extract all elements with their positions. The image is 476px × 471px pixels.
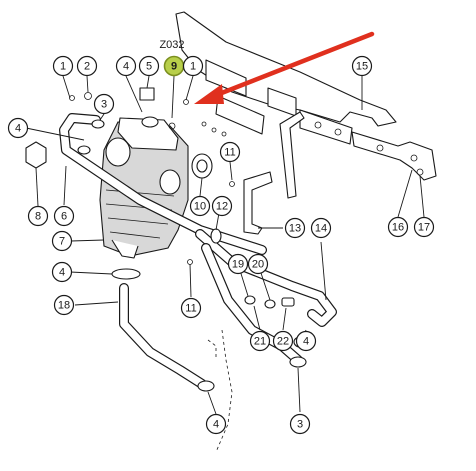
- callout-number: 1: [60, 61, 66, 73]
- callout-circle: [295, 330, 317, 352]
- callout-16: 16: [387, 216, 409, 238]
- callout-number: 3: [101, 99, 107, 111]
- highlight-arrow: [194, 31, 375, 104]
- callout-circle: [76, 55, 98, 77]
- callout-circle: [93, 93, 115, 115]
- callout-number: 22: [277, 336, 289, 348]
- callout-circle: [7, 117, 29, 139]
- callout-2: 2: [76, 55, 98, 77]
- callout-circle: [227, 253, 249, 275]
- callout-4: 4: [295, 330, 317, 352]
- callout-circle: [138, 55, 160, 77]
- coolant-expansion-tank: [99, 117, 189, 259]
- callout-circle: [52, 55, 74, 77]
- callout-number: 2: [84, 61, 90, 73]
- callout-circle: [272, 330, 294, 352]
- callout-number: 11: [224, 147, 235, 159]
- callout-5: 5: [138, 55, 160, 77]
- callout-13: 13: [284, 217, 306, 239]
- callout-circle: [51, 230, 73, 252]
- callout-number: 4: [123, 61, 129, 73]
- callout-11: 11: [219, 141, 241, 163]
- callout-number: 18: [58, 300, 70, 312]
- callout-19: 19: [227, 253, 249, 275]
- callout-number: 1: [190, 61, 196, 73]
- callout-number: 13: [289, 223, 301, 235]
- callout-number: 6: [61, 211, 67, 223]
- callout-20: 20: [247, 253, 269, 275]
- callout-4: 4: [205, 413, 227, 435]
- callout-17: 17: [413, 216, 435, 238]
- callout-number: 4: [15, 123, 21, 135]
- callout-14: 14: [310, 217, 332, 239]
- callout-3: 3: [93, 93, 115, 115]
- callout-number: 11: [185, 303, 196, 315]
- callout-circle: [284, 217, 306, 239]
- callout-circle: [289, 413, 311, 435]
- callout-3: 3: [289, 413, 311, 435]
- callout-6: 6: [53, 205, 75, 227]
- callout-10: 10: [189, 195, 211, 217]
- callout-8: 8: [27, 205, 49, 227]
- callout-circle: [249, 330, 271, 352]
- callout-number: 4: [303, 336, 309, 348]
- leader-lines: [25, 75, 425, 415]
- callout-18: 18: [53, 294, 75, 316]
- callout-circle: [53, 205, 75, 227]
- callout-number: 20: [252, 259, 264, 271]
- callout-22: 22: [272, 330, 294, 352]
- callout-4: 4: [51, 261, 73, 283]
- callout-11: 11: [180, 297, 202, 319]
- callout-number: 8: [35, 211, 41, 223]
- callout-number: 5: [146, 61, 152, 73]
- callout-circle: [51, 261, 73, 283]
- callout-number: 21: [254, 336, 266, 348]
- callout-number: 9: [171, 61, 177, 73]
- callout-number: 16: [392, 222, 404, 234]
- callout-circle: [413, 216, 435, 238]
- callout-number: 12: [216, 201, 228, 213]
- callout-circle: [351, 55, 373, 77]
- callout-21: 21: [249, 330, 271, 352]
- callout-4: 4: [7, 117, 29, 139]
- callout-number: 19: [232, 259, 244, 271]
- callout-circle: [310, 217, 332, 239]
- callout-circle: [205, 413, 227, 435]
- part-code-label: Z032: [159, 39, 184, 51]
- callout-7: 7: [51, 230, 73, 252]
- callout-circle: [211, 195, 233, 217]
- callout-15: 15: [351, 55, 373, 77]
- callout-circle: [182, 55, 204, 77]
- callout-circle: [27, 205, 49, 227]
- callout-circle: [189, 195, 211, 217]
- callout-number: 14: [315, 223, 327, 235]
- callout-number: 4: [213, 419, 219, 431]
- callout-12: 12: [211, 195, 233, 217]
- callout-circle: [115, 55, 137, 77]
- callout-9-highlighted: 9: [163, 55, 185, 77]
- callout-circle: [219, 141, 241, 163]
- callout-circle: [247, 253, 269, 275]
- hose-bracket-plate: [243, 111, 305, 235]
- callout-number: 3: [297, 419, 303, 431]
- callout-circle: [53, 294, 75, 316]
- callout-number: 15: [356, 61, 368, 73]
- callout-1: 1: [52, 55, 74, 77]
- callout-number: 10: [194, 201, 206, 213]
- callout-circle: [180, 297, 202, 319]
- callout-number: 7: [59, 236, 65, 248]
- callout-number: 17: [418, 222, 430, 234]
- callout-1: 1: [182, 55, 204, 77]
- callout-number: 4: [59, 267, 65, 279]
- callout-circle: [387, 216, 409, 238]
- callout-4: 4: [115, 55, 137, 77]
